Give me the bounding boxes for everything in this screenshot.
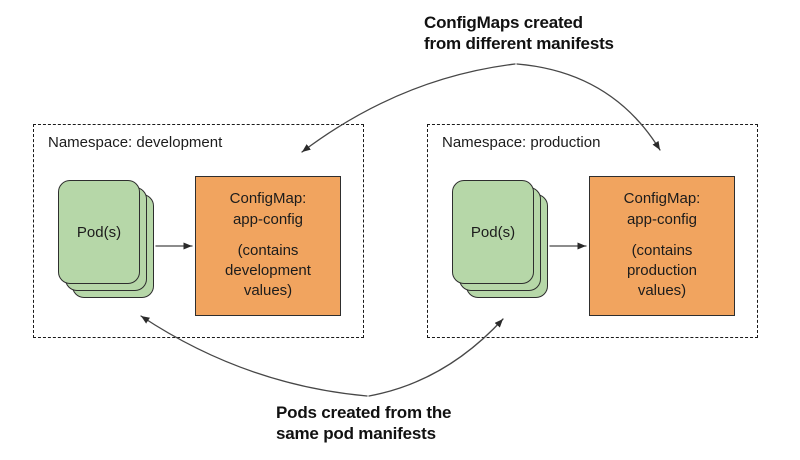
namespace-label-production: Namespace: production	[442, 134, 601, 151]
configmap-box-production: ConfigMap: app-config (contains producti…	[589, 176, 735, 316]
pod-card-front: Pod(s)	[58, 180, 140, 284]
pod-stack-production: Pod(s)	[452, 180, 548, 298]
configmap-note: (contains production values)	[626, 242, 698, 299]
configmap-title: ConfigMap: app-config	[623, 190, 701, 228]
pod-label: Pod(s)	[76, 223, 122, 241]
pod-label: Pod(s)	[470, 223, 516, 241]
namespace-box-development: Namespace: development Pod(s) ConfigMap:…	[33, 124, 364, 338]
configmap-title: ConfigMap: app-config	[229, 190, 307, 228]
configmap-note: (contains development values)	[225, 242, 311, 299]
pod-card-front: Pod(s)	[452, 180, 534, 284]
annotation-configmaps-created: ConfigMaps created from different manife…	[424, 13, 614, 53]
annotation-pods-created: Pods created from the same pod manifests	[276, 403, 452, 443]
pod-stack-development: Pod(s)	[58, 180, 154, 298]
namespace-box-production: Namespace: production Pod(s) ConfigMap: …	[427, 124, 758, 338]
configmap-box-development: ConfigMap: app-config (contains developm…	[195, 176, 341, 316]
namespace-label-development: Namespace: development	[48, 134, 223, 151]
